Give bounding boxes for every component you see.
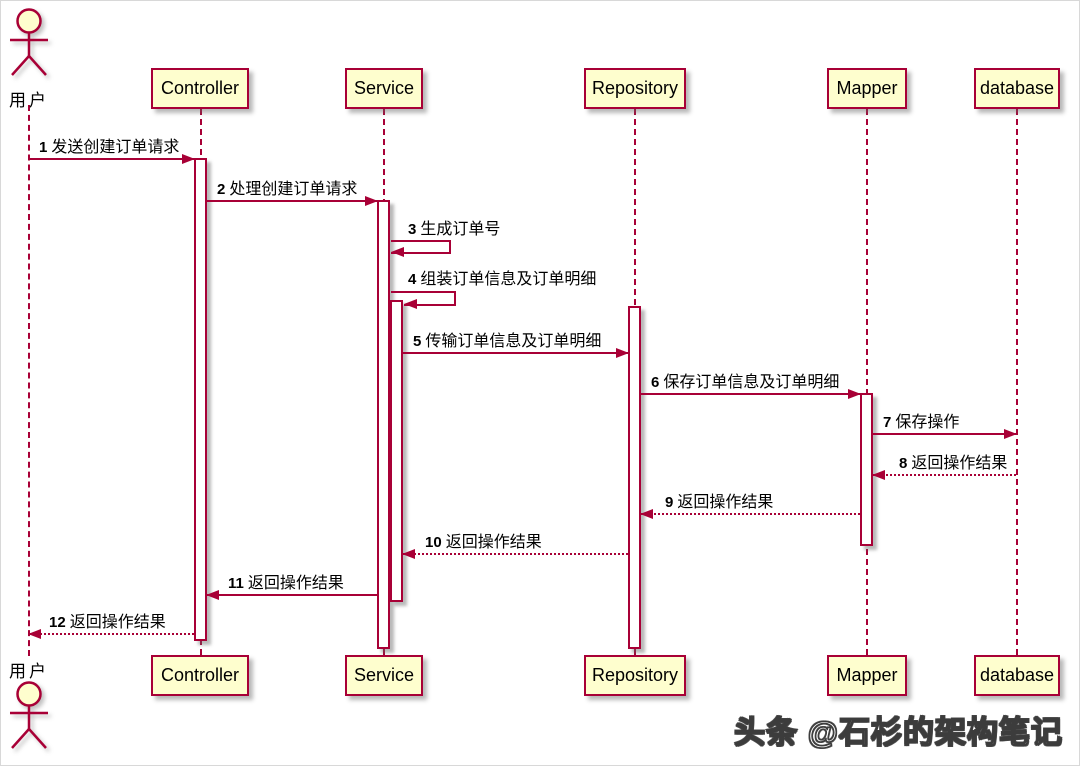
message-label: 12 返回操作结果 [49, 614, 166, 631]
message-line [207, 594, 377, 596]
message-line [207, 200, 377, 202]
arrowhead-left-icon [206, 590, 219, 600]
message-label: 11 返回操作结果 [228, 575, 344, 592]
arrowhead-right-icon [616, 348, 629, 358]
activation-bar-controller [194, 158, 207, 641]
message-label: 6 保存订单信息及订单明细 [651, 374, 840, 391]
arrowhead-left-icon [391, 247, 404, 257]
lifeline-user [28, 105, 30, 656]
participant-bottom-controller: Controller [151, 655, 249, 696]
participant-bottom-mapper: Mapper [827, 655, 907, 696]
message-label: 2 处理创建订单请求 [217, 181, 358, 198]
participant-top-controller: Controller [151, 68, 249, 109]
arrowhead-left-icon [402, 549, 415, 559]
arrowhead-left-icon [640, 509, 653, 519]
lifeline-mapper [866, 109, 868, 655]
message-1: 1 发送创建订单请求 [29, 139, 195, 164]
message-7: 7 保存操作 [873, 414, 1017, 439]
arrowhead-right-icon [182, 154, 195, 164]
message-6: 6 保存订单信息及订单明细 [641, 374, 861, 399]
participant-bottom-repository: Repository [584, 655, 686, 696]
message-3-label: 3 生成订单号 [408, 221, 501, 238]
message-8: 8 返回操作结果 [872, 455, 1016, 480]
message-4-label: 4 组装订单信息及订单明细 [408, 271, 597, 288]
message-4-line [391, 291, 407, 293]
lifeline-database [1016, 109, 1018, 655]
message-3-self-loop [391, 240, 451, 254]
message-line [403, 352, 628, 354]
arrowhead-right-icon [1004, 429, 1017, 439]
message-label: 7 保存操作 [883, 414, 960, 431]
message-label: 10 返回操作结果 [425, 534, 542, 551]
message-label: 1 发送创建订单请求 [39, 139, 180, 156]
participant-top-database: database [974, 68, 1060, 109]
message-line [403, 553, 628, 555]
actor-icon [10, 8, 48, 76]
message-label: 9 返回操作结果 [665, 494, 774, 511]
message-label: 5 传输订单信息及订单明细 [413, 333, 602, 350]
activation-bar-service-nested [390, 300, 403, 602]
message-line [29, 158, 194, 160]
message-line [873, 474, 1016, 476]
watermark: 头条 @石杉的架构笔记 [733, 714, 1063, 750]
participant-bottom-service: Service [345, 655, 423, 696]
message-line [641, 513, 860, 515]
participant-top-service: Service [345, 68, 423, 109]
arrowhead-right-icon [848, 389, 861, 399]
message-line [29, 633, 194, 635]
message-11: 11 返回操作结果 [206, 575, 377, 600]
activation-bar-service [377, 200, 390, 649]
arrowhead-right-icon [365, 196, 378, 206]
actor-label: 用户 [9, 662, 49, 681]
activation-bar-mapper [860, 393, 873, 546]
message-2: 2 处理创建订单请求 [207, 181, 378, 206]
arrowhead-left-icon [404, 299, 417, 309]
participant-bottom-database: database [974, 655, 1060, 696]
message-label: 8 返回操作结果 [899, 455, 1008, 472]
message-12: 12 返回操作结果 [28, 614, 194, 639]
arrowhead-left-icon [872, 470, 885, 480]
message-line [873, 433, 1016, 435]
participant-top-repository: Repository [584, 68, 686, 109]
actor-icon [10, 681, 48, 749]
message-4-self-loop [404, 291, 456, 306]
message-line [641, 393, 860, 395]
participant-top-mapper: Mapper [827, 68, 907, 109]
actor-label: 用户 [9, 91, 49, 110]
arrowhead-left-icon [28, 629, 41, 639]
message-5: 5 传输订单信息及订单明细 [403, 333, 629, 358]
message-10: 10 返回操作结果 [402, 534, 628, 559]
activation-bar-repository [628, 306, 641, 649]
message-9: 9 返回操作结果 [640, 494, 860, 519]
